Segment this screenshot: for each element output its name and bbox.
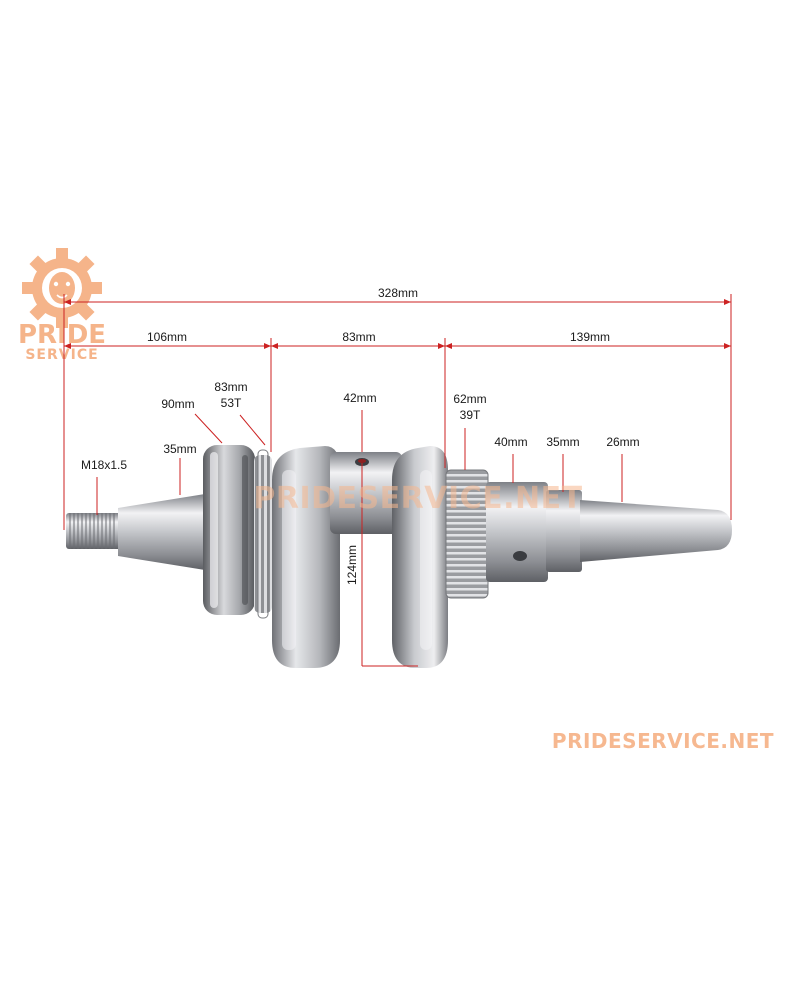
left-crank-web	[272, 446, 340, 668]
crankshaft	[66, 445, 732, 668]
crank-pin	[330, 452, 402, 534]
threaded-end	[66, 513, 122, 549]
label-left-gear-teeth: 53T	[221, 396, 242, 410]
logo-line2: SERVICE	[25, 347, 98, 363]
label-right-section: 139mm	[570, 330, 610, 344]
label-left-gear-dia: 83mm	[214, 380, 247, 394]
label-thread: M18x1.5	[81, 458, 127, 472]
label-step-35: 35mm	[546, 435, 579, 449]
label-bearing-inner: 35mm	[163, 442, 196, 456]
label-step-26: 26mm	[606, 435, 639, 449]
label-crankpin: 42mm	[343, 391, 376, 405]
gear-lion-icon	[22, 248, 102, 328]
label-left-section: 106mm	[147, 330, 187, 344]
label-bearing-outer: 90mm	[161, 397, 194, 411]
dimension-lines	[63, 294, 732, 667]
oil-hole	[513, 551, 527, 561]
shaft-step-40	[486, 482, 548, 582]
logo-line1: PRIDE	[18, 320, 106, 350]
label-step-40: 40mm	[494, 435, 527, 449]
pride-service-logo: PRIDE SERVICE	[18, 248, 106, 363]
watermark-bottom: PRIDESERVICE.NET	[552, 729, 774, 753]
label-right-gear-dia: 62mm	[453, 392, 486, 406]
label-middle-section: 83mm	[342, 330, 375, 344]
label-right-gear-teeth: 39T	[460, 408, 481, 422]
right-crank-web	[392, 446, 448, 668]
right-taper	[580, 500, 732, 562]
label-web-height: 124mm	[345, 545, 359, 585]
label-overall-length: 328mm	[378, 286, 418, 300]
shaft-step-35	[546, 490, 582, 572]
ball-bearing	[203, 445, 255, 615]
left-taper	[118, 494, 205, 570]
watermark-center: PRIDESERVICE.NET	[253, 481, 582, 516]
dimension-labels: 328mm 106mm 83mm 139mm M18x1.5 35mm 90mm…	[81, 286, 640, 585]
dimension-arrows	[64, 299, 731, 349]
left-timing-gear	[254, 449, 272, 619]
